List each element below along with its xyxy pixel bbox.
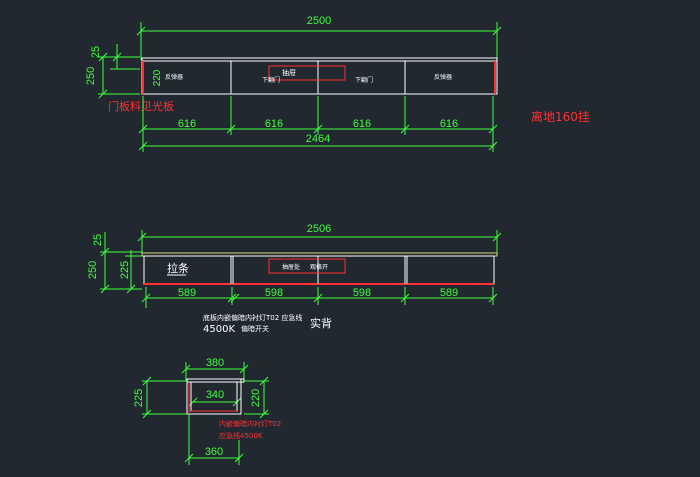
dim-label-598-1: 598: [265, 287, 283, 299]
dim-left-height-front: [100, 232, 142, 294]
dim-left-height-top: [98, 44, 140, 99]
front-view: 2506 25 250 225 拉条 抽屉处 观格开: [87, 223, 502, 335]
dim-label-25-top: 25: [90, 46, 102, 58]
dim-label-25-front: 25: [92, 234, 104, 246]
section-view: 380 340 225 220 内嵌偏暗内衬灯T02 应急线4500K: [133, 357, 281, 465]
dim-section-top: [181, 362, 249, 407]
dim-section-bottom: [184, 414, 244, 465]
front-note-line1: 底板内嵌偏暗内衬灯T02 应急线: [203, 313, 302, 322]
dim-bottom-segments-top: [138, 96, 498, 152]
dim-label-2500: 2500: [307, 15, 331, 27]
dim-section-right: [244, 376, 269, 419]
top-drawer-red-box: [268, 65, 346, 81]
front-label-handle: 拉条: [167, 261, 189, 275]
front-note-4500k: 4500K: [203, 324, 235, 335]
dim-label-250-front: 250: [87, 261, 99, 279]
dim-label-250-top: 250: [85, 67, 97, 85]
dim-label-2464: 2464: [306, 133, 330, 145]
top-label-door-2: 下翻门: [355, 76, 373, 84]
top-view: 2500 25 250 220 反弹器 抽屉 下翻门 下翻门 反弹器 门板料见光: [85, 15, 590, 152]
top-label-drawer: 抽屉: [282, 68, 296, 77]
section-red-note-1: 内嵌偏暗内衬灯T02: [219, 419, 281, 428]
dim-label-616-3: 616: [353, 118, 371, 130]
top-side-note: 门板料见光板: [108, 99, 174, 113]
front-note-switch: 偏暗开关: [241, 324, 269, 333]
dim-label-616-4: 616: [440, 118, 458, 130]
top-label-door-1: 下翻门: [262, 76, 280, 84]
top-label-right: 反弹器: [434, 73, 452, 81]
dim-label-225-front: 225: [119, 261, 131, 279]
dim-label-380: 380: [206, 357, 224, 369]
section-red-note-2: 应急线4500K: [219, 431, 263, 440]
front-note-material: 实背: [310, 316, 332, 330]
dim-label-220-section: 220: [250, 389, 262, 407]
dim-label-225-section: 225: [133, 389, 145, 407]
dim-label-2506: 2506: [307, 223, 331, 235]
dim-label-589-2: 589: [440, 287, 458, 299]
front-label-drawer: 抽屉处: [282, 263, 300, 271]
dim-label-360: 360: [205, 446, 223, 458]
dim-label-589-1: 589: [178, 287, 196, 299]
top-height-note: 离地160挂: [531, 109, 590, 124]
dim-label-340: 340: [206, 389, 224, 401]
dim-label-598-2: 598: [353, 287, 371, 299]
dim-label-616-1: 616: [178, 118, 196, 130]
front-drawer-red-box: [268, 258, 346, 274]
dim-overall-width-top: [136, 22, 502, 60]
dim-overall-width-front: [137, 230, 502, 253]
section-top-shelf: [186, 378, 245, 383]
front-label-slot: 观格开: [310, 263, 328, 271]
dim-label-616-2: 616: [265, 118, 283, 130]
top-label-left: 反弹器: [165, 73, 183, 81]
dim-label-220-top: 220: [152, 69, 163, 86]
dim-bottom-segments-front: [141, 287, 498, 308]
dim-section-left: [142, 376, 187, 419]
